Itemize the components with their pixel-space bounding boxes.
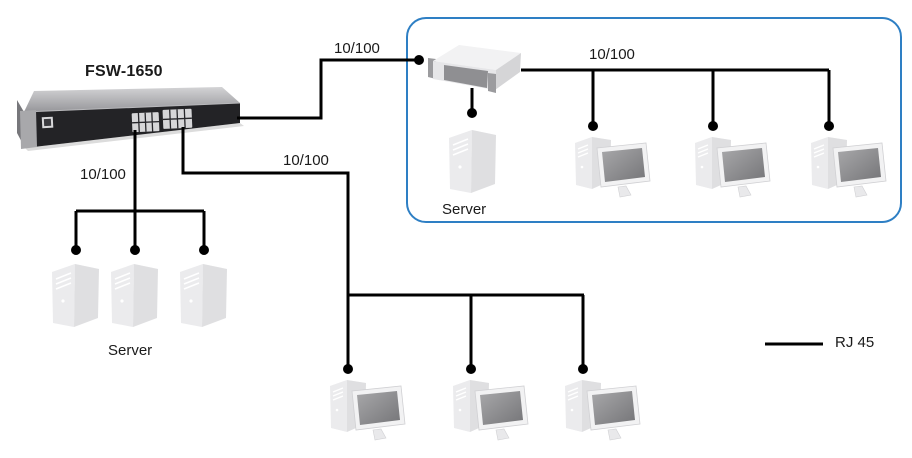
lan-zone-border — [406, 17, 902, 223]
cable-bottom-workstation-bus — [181, 127, 585, 369]
switch-model-label: FSW-1650 — [85, 63, 163, 80]
rack-ear — [20, 110, 37, 149]
hub-illustration — [428, 45, 521, 93]
zone-workstation-icon — [694, 136, 771, 198]
cable-zone-drops — [591, 70, 831, 126]
bottom-workstation-icon — [452, 379, 529, 441]
cable-switch-to-zone — [237, 58, 419, 120]
uplink-speed-label: 10/100 — [334, 40, 380, 57]
left-server-icon — [110, 263, 159, 328]
switch-logo — [41, 116, 54, 129]
zone-server-caption: Server — [442, 201, 487, 218]
connection-dots — [71, 55, 834, 374]
left-link-speed-label: 10/100 — [80, 166, 126, 183]
switch-ports — [131, 108, 193, 133]
left-server-group-caption: Server — [108, 342, 153, 359]
zone-server-icon — [448, 129, 497, 194]
cable-left-server-bus — [74, 130, 206, 250]
left-server-icon — [51, 263, 100, 328]
left-server-icon — [179, 263, 228, 328]
bottom-workstation-icon — [329, 379, 406, 441]
zone-workstation-icon — [574, 136, 651, 198]
bottom-workstation-icon — [564, 379, 641, 441]
middle-link-speed-label: 10/100 — [283, 152, 329, 169]
switch-illustration — [17, 87, 244, 151]
legend-rj45-label: RJ 45 — [835, 334, 875, 351]
zone-workstation-icon — [810, 136, 887, 198]
zone-bus-speed-label: 10/100 — [589, 46, 635, 63]
